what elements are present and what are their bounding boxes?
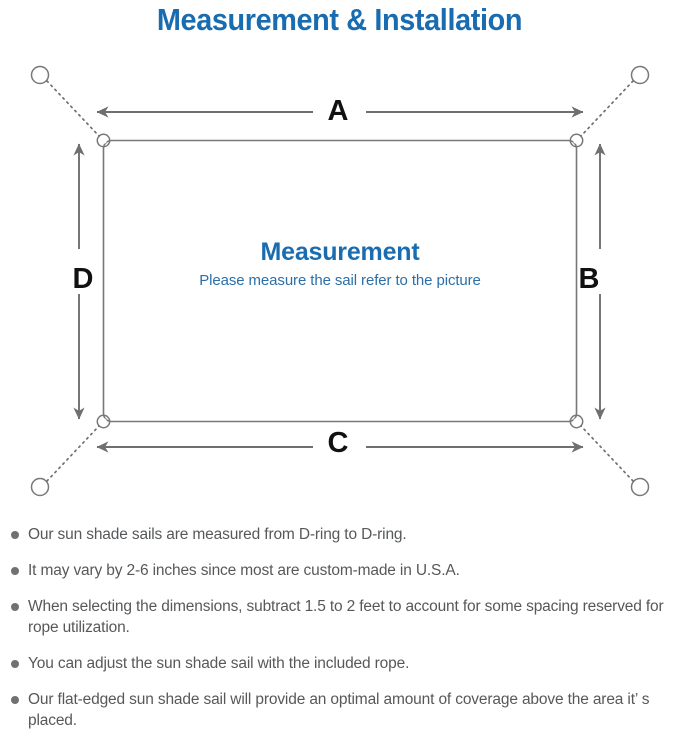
dimension-label-b: B <box>578 263 600 295</box>
d-ring-top-left <box>96 133 111 148</box>
d-ring-group <box>96 133 584 429</box>
bullet-icon <box>11 660 19 668</box>
note-text: When selecting the dimensions, subtract … <box>28 598 664 636</box>
anchor-point-bottom-left <box>30 477 50 497</box>
note-text: It may vary by 2-6 inches since most are… <box>28 562 460 579</box>
dimension-label-d: D <box>72 263 94 295</box>
note-text: Our sun shade sails are measured from D-… <box>28 526 407 543</box>
rope-top-right <box>580 80 634 137</box>
anchor-point-top-right <box>630 65 650 85</box>
anchor-point-bottom-right <box>630 477 650 497</box>
anchor-point-group <box>30 65 650 497</box>
bullet-icon <box>11 696 19 704</box>
note-text: You can adjust the sun shade sail with t… <box>28 655 410 672</box>
rope-top-left <box>46 80 100 137</box>
list-item: Our sun shade sails are measured from D-… <box>0 524 679 545</box>
anchor-point-top-left <box>30 65 50 85</box>
shade-sail-measurement-diagram <box>0 44 679 514</box>
list-item: Our flat-edged sun shade sail will provi… <box>0 689 679 731</box>
dimension-label-c: C <box>327 427 349 459</box>
rope-bottom-left <box>46 425 100 482</box>
notes-list: Our sun shade sails are measured from D-… <box>0 524 679 746</box>
list-item: It may vary by 2-6 inches since most are… <box>0 560 679 581</box>
d-ring-bottom-left <box>96 414 111 429</box>
measurement-center-text: Measurement Please measure the sail refe… <box>103 236 577 292</box>
list-item: You can adjust the sun shade sail with t… <box>0 653 679 674</box>
list-item: When selecting the dimensions, subtract … <box>0 596 679 638</box>
rope-bottom-right <box>580 425 634 482</box>
d-ring-top-right <box>569 133 584 148</box>
note-text: Our flat-edged sun shade sail will provi… <box>28 691 650 729</box>
rope-line-group <box>46 80 634 482</box>
bullet-icon <box>11 567 19 575</box>
bullet-icon <box>11 603 19 611</box>
bullet-icon <box>11 531 19 539</box>
d-ring-shading <box>100 137 580 425</box>
page-title: Measurement & Installation <box>156 2 523 37</box>
d-ring-bottom-right <box>569 414 584 429</box>
measurement-heading: Measurement <box>260 238 420 266</box>
dimension-label-a: A <box>327 95 349 127</box>
measurement-subheading: Please measure the sail refer to the pic… <box>199 272 481 289</box>
sail-rectangle <box>102 139 578 423</box>
